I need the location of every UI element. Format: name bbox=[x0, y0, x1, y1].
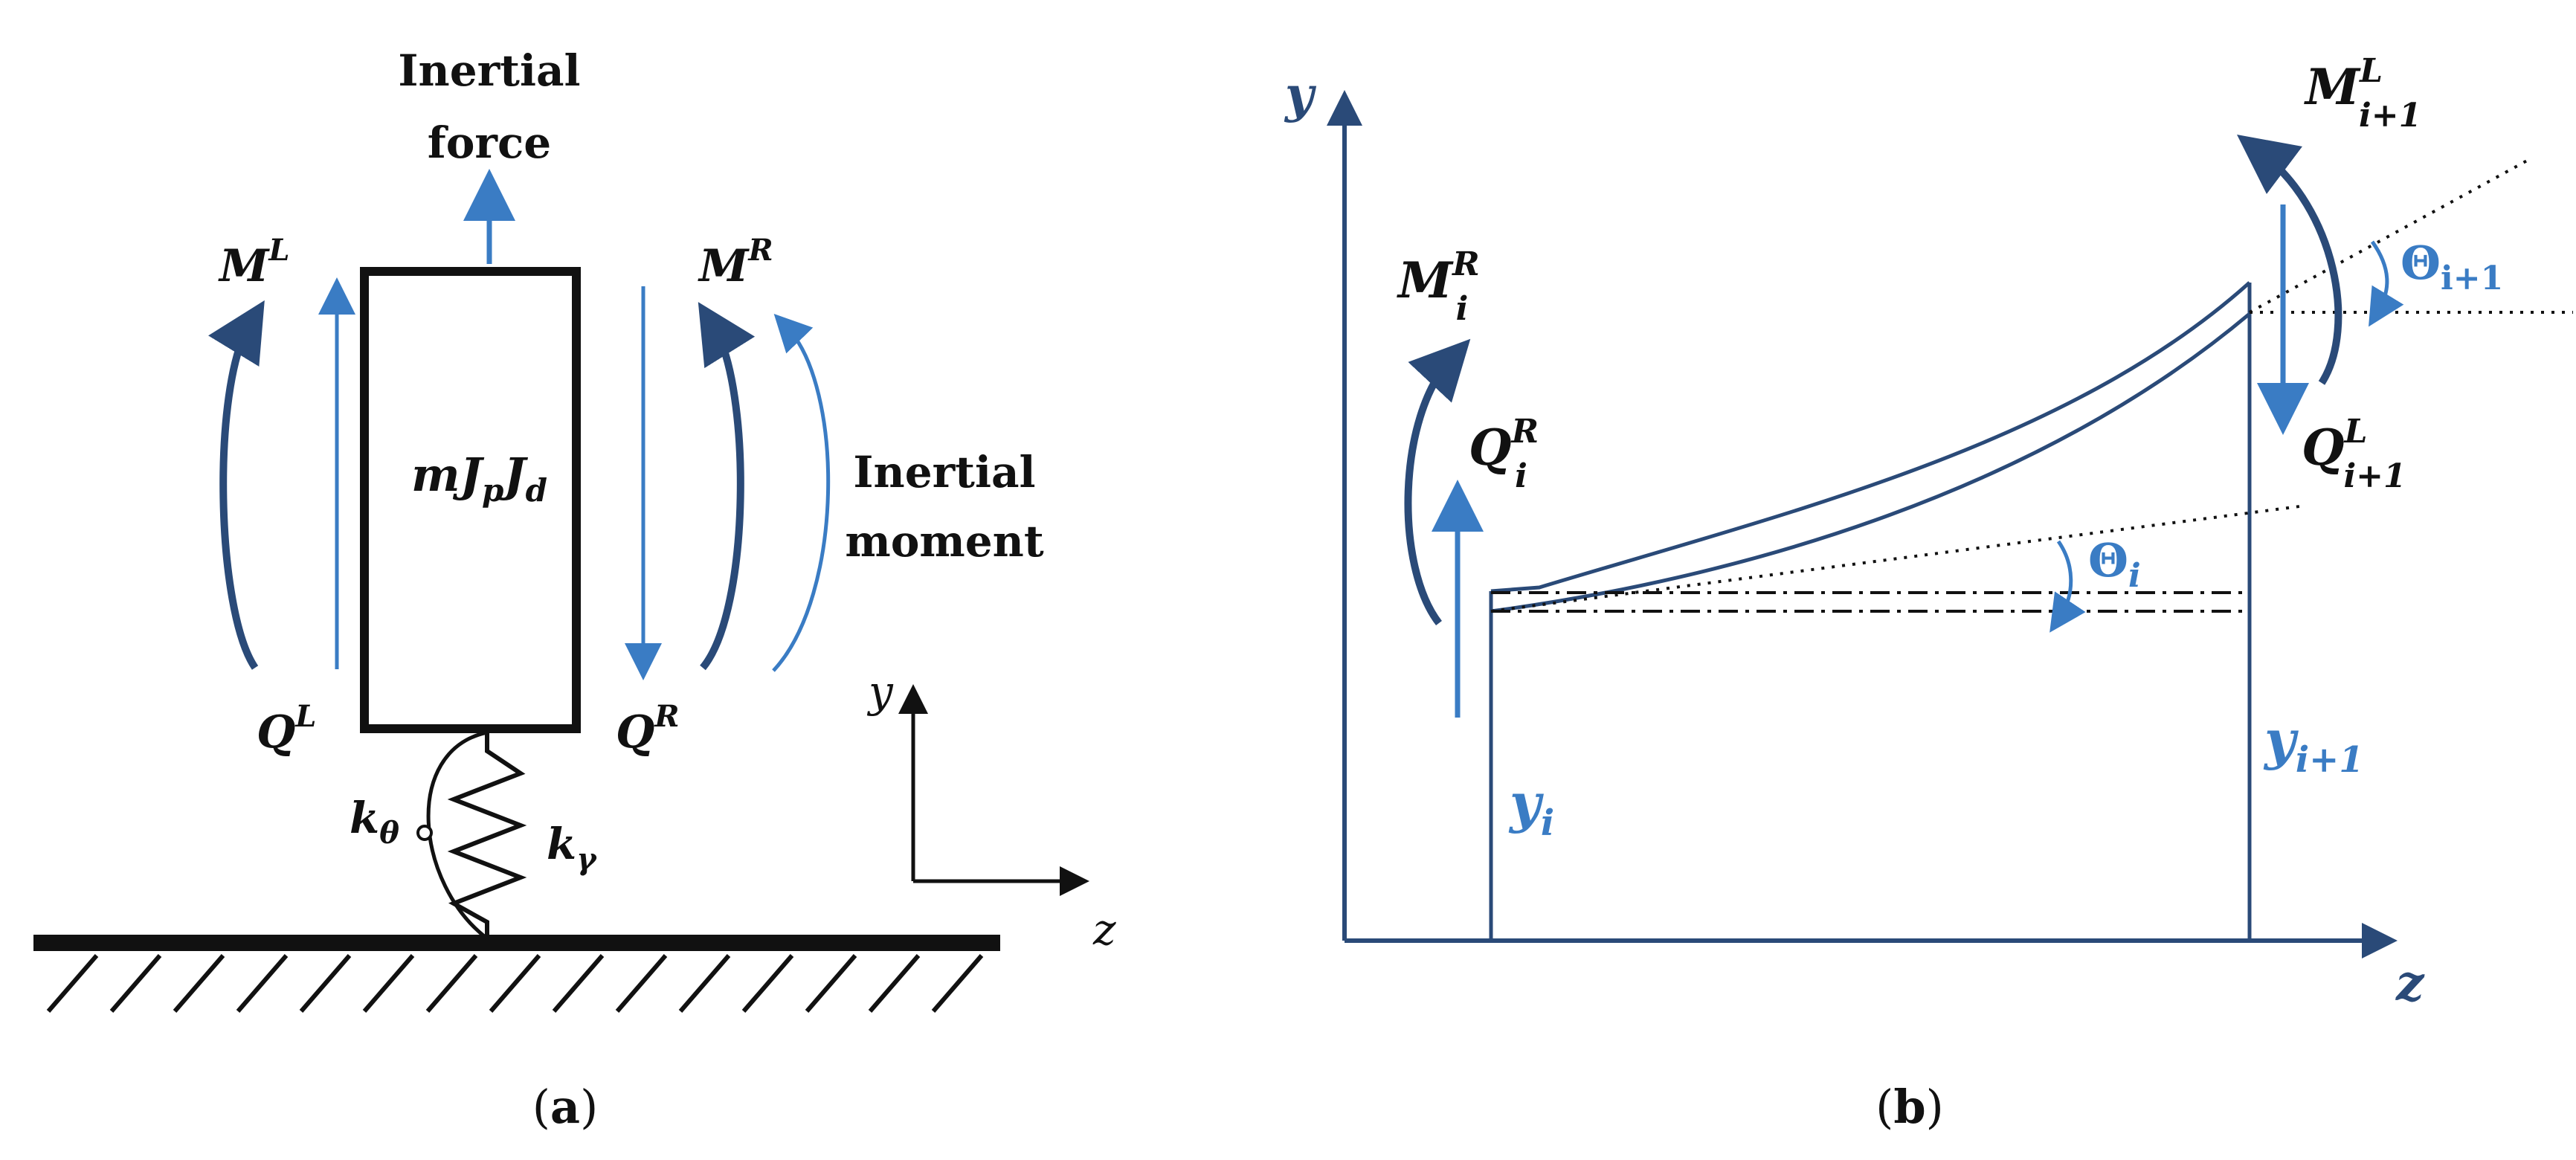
MR-label: MR bbox=[698, 233, 773, 292]
ML-curved-arrow bbox=[208, 300, 265, 670]
theta-i-arc bbox=[2049, 540, 2086, 633]
inertial-moment-label-2: moment bbox=[845, 516, 1043, 567]
inertial-moment-label-1: Inertial bbox=[853, 447, 1035, 497]
ground-hatching bbox=[46, 954, 984, 1013]
tangent-left bbox=[1490, 504, 2306, 613]
spring-zigzag bbox=[447, 732, 527, 938]
theta-i1-arc bbox=[2369, 240, 2404, 327]
caption-a: (a) bbox=[532, 1080, 599, 1134]
axes-b-y-label: y bbox=[1284, 65, 1317, 123]
pivot-circle bbox=[416, 825, 433, 841]
mass-block bbox=[360, 267, 581, 733]
mass-label: mJpJd bbox=[411, 448, 547, 509]
QL-label: QL bbox=[257, 699, 316, 758]
panel-a: Inertial force ML QL QR MR Inertial mome… bbox=[33, 45, 1116, 1134]
QR-label: QR bbox=[616, 699, 680, 758]
beam-lower-edge bbox=[1490, 312, 2251, 613]
rotational-spring-arc bbox=[426, 730, 489, 940]
tangent-right bbox=[2249, 158, 2529, 314]
y-i-label: yi bbox=[1508, 771, 1554, 844]
MR-curved-arrow bbox=[698, 302, 756, 671]
axes-a-y-label: y bbox=[866, 666, 894, 717]
k-gamma-label: kγ bbox=[547, 819, 597, 877]
axes-a-z-label: z bbox=[1092, 904, 1116, 955]
k-theta-label: kθ bbox=[350, 793, 399, 851]
caption-b: (b) bbox=[1875, 1080, 1944, 1134]
inertial-force-label-2: force bbox=[428, 117, 551, 168]
y-i1-label: yi+1 bbox=[2263, 708, 2364, 781]
inertial-force-label-1: Inertial bbox=[398, 45, 580, 96]
Mi1-curved-arrow bbox=[2237, 134, 2342, 385]
beam-upper-edge bbox=[1490, 281, 2251, 593]
theta-i1-label: Θi+1 bbox=[2400, 236, 2503, 297]
theta-i-label: Θi bbox=[2088, 533, 2141, 595]
axes-b-z-label: z bbox=[2395, 954, 2425, 1012]
inertial-moment-arrow bbox=[772, 313, 831, 672]
ML-label: ML bbox=[218, 233, 290, 292]
Mi-curved-arrow bbox=[1404, 338, 1471, 626]
